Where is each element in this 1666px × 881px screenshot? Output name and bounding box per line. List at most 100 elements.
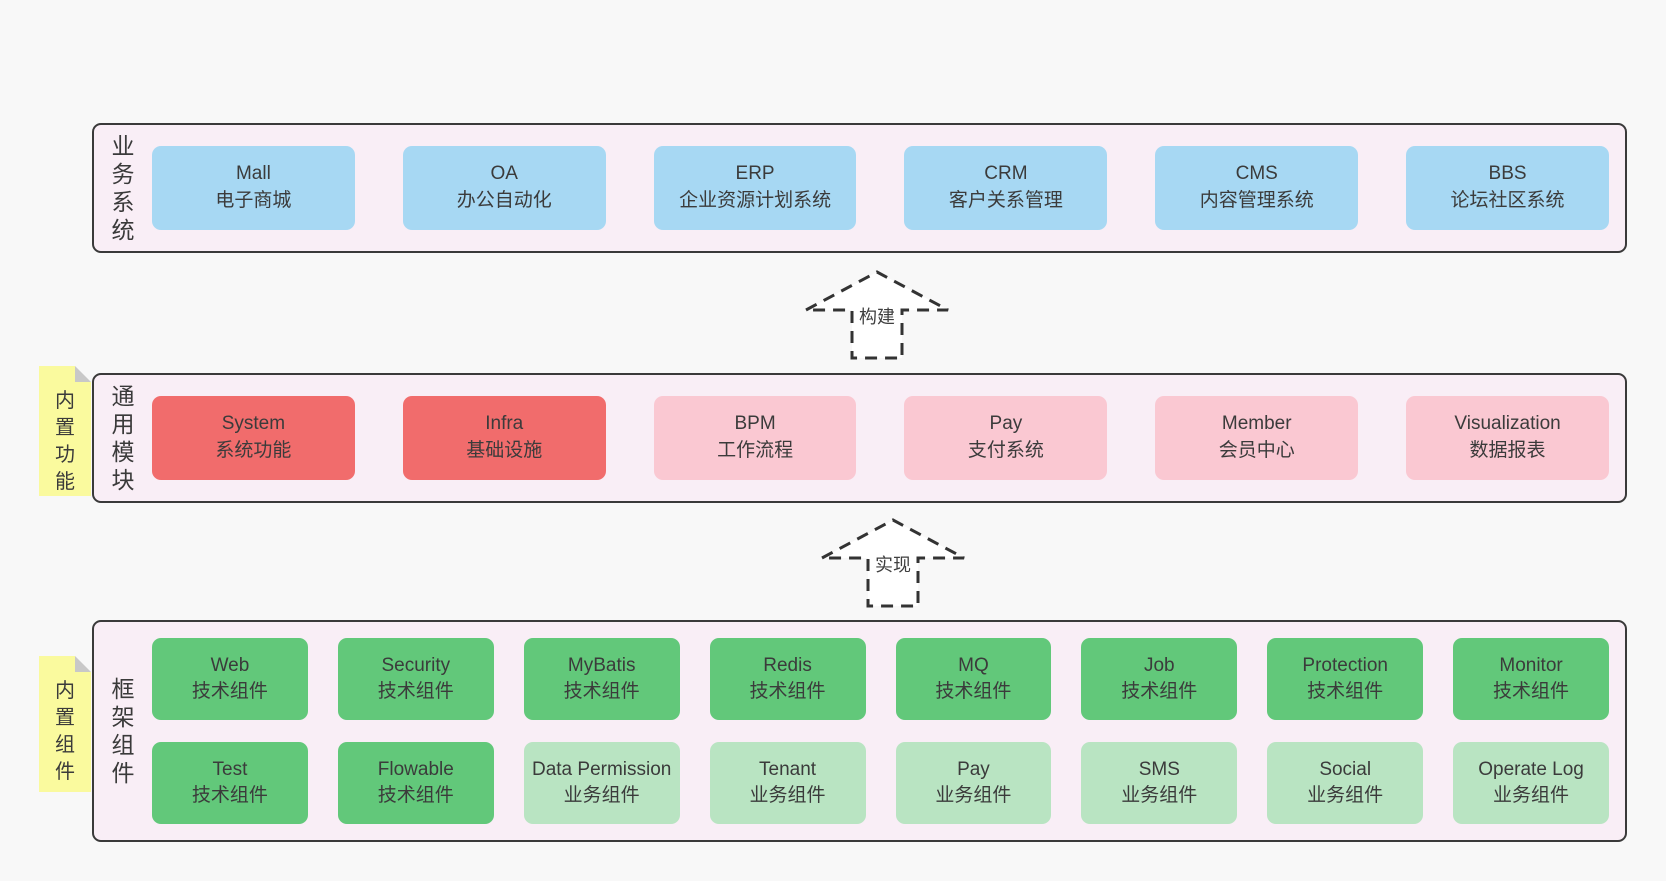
builtin-features-note: 内置功能 (39, 366, 91, 496)
section-common-modules: 通用模块 System 系统功能 Infra 基础设施 BPM 工作流程 Pay… (92, 373, 1627, 503)
box-job-desc: 技术组件 (1121, 681, 1198, 702)
box-protection: Protection 技术组件 (1267, 638, 1424, 720)
box-pay-module-desc: 支付系统 (967, 440, 1044, 461)
box-job-name: Job (1143, 654, 1175, 676)
framework-row-2: Test 技术组件 Flowable 技术组件 Data Permission … (152, 742, 1609, 824)
box-bpm-name: BPM (734, 413, 776, 435)
box-sms-name: SMS (1138, 758, 1180, 780)
framework-boxes: Web 技术组件 Security 技术组件 MyBatis 技术组件 Redi… (152, 622, 1625, 840)
box-pay-component: Pay 业务组件 (895, 742, 1052, 824)
builtin-components-note: 内置组件 (39, 656, 91, 792)
box-tenant-name: Tenant (759, 758, 817, 780)
box-web: Web 技术组件 (152, 638, 308, 720)
box-visualization-name: Visualization (1454, 413, 1561, 435)
box-sms-desc: 业务组件 (1121, 785, 1198, 806)
box-flowable-name: Flowable (377, 758, 454, 780)
box-member-name: Member (1221, 413, 1292, 435)
box-mybatis-desc: 技术组件 (563, 681, 640, 702)
business-boxes: Mall 电子商城 OA 办公自动化 ERP 企业资源计划系统 CRM 客户关系… (152, 125, 1625, 251)
box-monitor-desc: 技术组件 (1493, 681, 1570, 702)
box-mybatis: MyBatis 技术组件 (523, 638, 680, 720)
box-system-desc: 系统功能 (215, 440, 292, 461)
section-framework-label-text: 框架组件 (111, 675, 135, 787)
box-bbs-name: BBS (1488, 163, 1527, 185)
box-infra-name: Infra (485, 413, 524, 435)
framework-row-1: Web 技术组件 Security 技术组件 MyBatis 技术组件 Redi… (152, 638, 1609, 720)
note-fold-corner-icon (75, 366, 91, 382)
box-mall-desc: 电子商城 (215, 190, 292, 211)
box-social-name: Social (1319, 758, 1372, 780)
box-cms-desc: 内容管理系统 (1199, 190, 1314, 211)
section-business-label: 业务系统 (94, 125, 152, 251)
builtin-features-note-text: 内置功能 (55, 390, 75, 493)
box-redis-name: Redis (763, 654, 812, 676)
box-operate-log-name: Operate Log (1478, 758, 1584, 780)
box-member-desc: 会员中心 (1218, 440, 1295, 461)
box-mq: MQ 技术组件 (895, 638, 1052, 720)
box-oa: OA 办公自动化 (402, 146, 606, 230)
box-infra-desc: 基础设施 (466, 440, 543, 461)
box-security: Security 技术组件 (337, 638, 494, 720)
box-system-name: System (221, 413, 286, 435)
box-operate-log: Operate Log 业务组件 (1453, 742, 1609, 824)
box-visualization-desc: 数据报表 (1469, 440, 1546, 461)
box-flowable-desc: 技术组件 (377, 785, 454, 806)
box-monitor: Monitor 技术组件 (1453, 638, 1609, 720)
box-oa-desc: 办公自动化 (456, 190, 552, 211)
box-pay-module: Pay 支付系统 (904, 396, 1108, 480)
box-tenant: Tenant 业务组件 (709, 742, 866, 824)
box-crm-desc: 客户关系管理 (948, 190, 1063, 211)
box-pay-module-name: Pay (989, 413, 1023, 435)
box-flowable: Flowable 技术组件 (337, 742, 494, 824)
section-business-systems: 业务系统 Mall 电子商城 OA 办公自动化 ERP 企业资源计划系统 CRM… (92, 123, 1627, 253)
box-data-permission-desc: 业务组件 (563, 785, 640, 806)
box-oa-name: OA (490, 163, 518, 185)
box-bbs-desc: 论坛社区系统 (1450, 190, 1565, 211)
build-arrow-label: 构建 (856, 303, 898, 329)
box-crm: CRM 客户关系管理 (904, 146, 1108, 230)
implement-arrow: 实现 (821, 518, 965, 608)
box-operate-log-desc: 业务组件 (1493, 785, 1570, 806)
box-mq-desc: 技术组件 (935, 681, 1012, 702)
box-system: System 系统功能 (152, 396, 355, 480)
box-social: Social 业务组件 (1267, 742, 1424, 824)
box-sms: SMS 业务组件 (1081, 742, 1238, 824)
box-visualization: Visualization 数据报表 (1406, 396, 1609, 480)
box-redis-desc: 技术组件 (749, 681, 826, 702)
box-erp-name: ERP (735, 163, 775, 185)
box-security-desc: 技术组件 (377, 681, 454, 702)
section-framework-label: 框架组件 (94, 622, 152, 840)
box-mq-name: MQ (958, 654, 989, 676)
section-business-label-text: 业务系统 (111, 132, 135, 244)
box-protection-desc: 技术组件 (1307, 681, 1384, 702)
box-pay-component-desc: 业务组件 (935, 785, 1012, 806)
section-modules-label-text: 通用模块 (111, 382, 135, 494)
box-security-name: Security (381, 654, 451, 676)
box-social-desc: 业务组件 (1307, 785, 1384, 806)
box-erp-desc: 企业资源计划系统 (679, 190, 832, 211)
section-modules-label: 通用模块 (94, 375, 152, 501)
box-bbs: BBS 论坛社区系统 (1406, 146, 1609, 230)
box-crm-name: CRM (984, 163, 1028, 185)
builtin-components-note-text: 内置组件 (55, 680, 75, 783)
note-fold-corner-icon (75, 656, 91, 672)
box-job: Job 技术组件 (1081, 638, 1238, 720)
box-data-permission-name: Data Permission (531, 758, 672, 780)
box-mall: Mall 电子商城 (152, 146, 355, 230)
box-test-name: Test (212, 758, 248, 780)
box-tenant-desc: 业务组件 (749, 785, 826, 806)
box-cms: CMS 内容管理系统 (1155, 146, 1359, 230)
box-pay-component-name: Pay (957, 758, 990, 780)
module-boxes: System 系统功能 Infra 基础设施 BPM 工作流程 Pay 支付系统… (152, 375, 1625, 501)
box-web-name: Web (210, 654, 250, 676)
build-arrow: 构建 (805, 270, 949, 360)
section-framework-components: 框架组件 Web 技术组件 Security 技术组件 MyBatis 技术组件… (92, 620, 1627, 842)
box-monitor-name: Monitor (1499, 654, 1563, 676)
box-mybatis-name: MyBatis (567, 654, 636, 676)
box-web-desc: 技术组件 (191, 681, 268, 702)
box-test-desc: 技术组件 (191, 785, 268, 806)
box-data-permission: Data Permission 业务组件 (523, 742, 680, 824)
box-redis: Redis 技术组件 (709, 638, 866, 720)
box-member: Member 会员中心 (1155, 396, 1359, 480)
box-erp: ERP 企业资源计划系统 (653, 146, 857, 230)
